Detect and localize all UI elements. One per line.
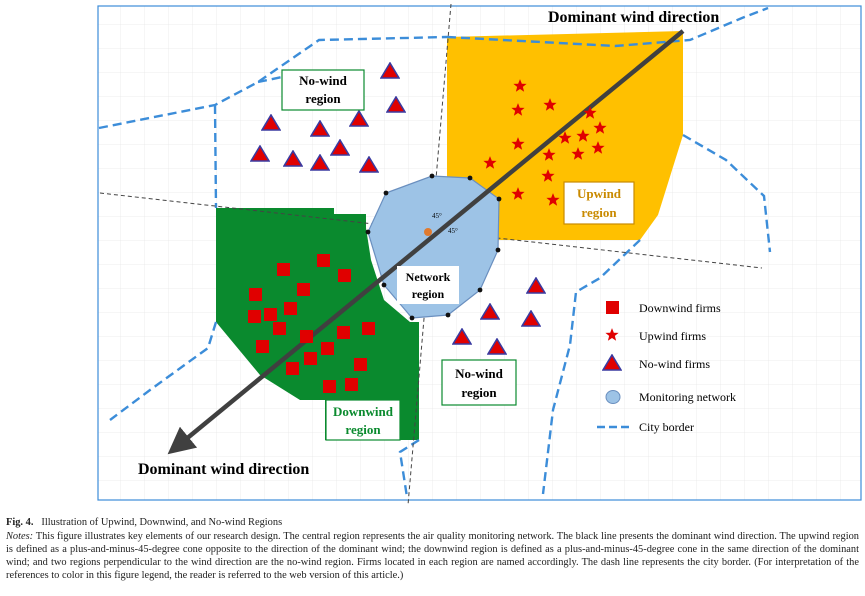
downwind-region-area	[216, 208, 419, 440]
wind-direction-arrow	[167, 29, 685, 455]
caption-notes: Notes: This figure illustrates key eleme…	[6, 530, 859, 582]
wind-direction-label-bottom: Dominant wind direction	[138, 461, 309, 478]
svg-text:No-wind: No-wind	[455, 366, 503, 381]
wind-regions-diagram: 45° 45°	[97, 3, 862, 506]
legend-label-upwind: Upwind firms	[639, 329, 706, 343]
figure-number: Fig. 4.	[6, 517, 34, 528]
notes-text: This figure illustrates key elements of …	[6, 531, 859, 581]
nowind-top-label: No-wind region	[281, 69, 365, 111]
legend-label-network: Monitoring network	[639, 390, 736, 404]
svg-text:region: region	[305, 91, 341, 106]
city-border-lines	[98, 6, 772, 498]
svg-text:region: region	[412, 287, 445, 301]
svg-text:region: region	[581, 205, 617, 220]
angle-label-upper: 45°	[432, 212, 442, 220]
network-center-point	[424, 228, 432, 236]
svg-text:region: region	[345, 422, 381, 437]
blue-circle-icon	[605, 390, 621, 404]
figure-caption: Fig. 4. Illustration of Upwind, Downwind,…	[6, 516, 859, 582]
figure-title: Illustration of Upwind, Downwind, and No…	[41, 517, 283, 528]
svg-text:Downwind: Downwind	[333, 404, 394, 419]
notes-label: Notes:	[6, 531, 34, 542]
upwind-label: Upwind region	[563, 181, 635, 225]
wind-direction-label-top: Dominant wind direction	[548, 9, 719, 26]
legend: Downwind firms Upwind firms No-wind firm…	[597, 301, 736, 434]
red-square-icon	[606, 301, 619, 314]
legend-label-downwind: Downwind firms	[639, 301, 721, 315]
legend-label-border: City border	[639, 420, 694, 434]
downwind-label: Downwind region	[325, 399, 401, 441]
svg-text:Network: Network	[406, 270, 451, 284]
nowind-bottom-label: No-wind region	[441, 359, 517, 406]
svg-text:Upwind: Upwind	[577, 186, 622, 201]
svg-text:No-wind: No-wind	[299, 73, 347, 88]
caption-title-line: Fig. 4. Illustration of Upwind, Downwind,…	[6, 516, 859, 529]
monitoring-stations	[365, 173, 502, 321]
legend-label-nowind: No-wind firms	[639, 357, 710, 371]
network-label: Network region	[397, 266, 459, 304]
cone-boundary-lines	[99, 3, 763, 506]
svg-text:region: region	[461, 385, 497, 400]
angle-label-lower: 45°	[448, 227, 458, 235]
downwind-firms	[248, 254, 375, 393]
